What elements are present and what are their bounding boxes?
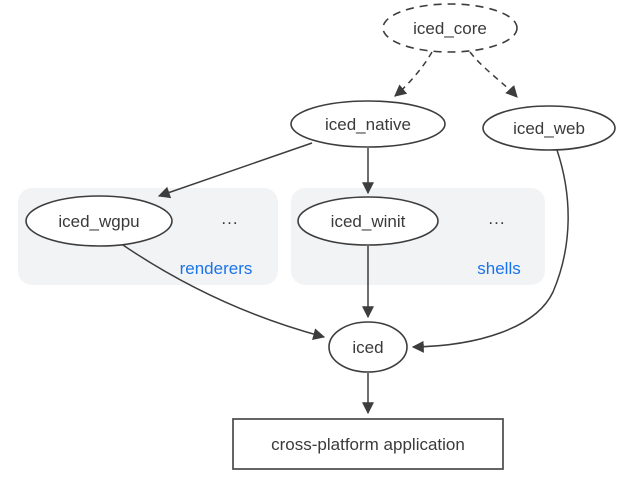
- node-cross-platform-application-label: cross-platform application: [271, 435, 465, 454]
- node-iced-native-label: iced_native: [325, 115, 411, 134]
- node-iced-web-label: iced_web: [513, 119, 585, 138]
- node-iced-native: [290, 100, 446, 148]
- node-iced: [328, 321, 408, 373]
- shells-ellipsis: ...: [488, 209, 505, 228]
- node-iced-core: [382, 3, 518, 53]
- node-iced-web: [482, 105, 616, 151]
- edge-iced-native-to-iced-wgpu: [157, 142, 313, 199]
- node-iced-winit-label: iced_winit: [331, 212, 406, 231]
- group-renderers-label: renderers: [180, 259, 253, 278]
- node-iced-label: iced: [352, 338, 383, 357]
- edge-iced-core-to-iced-web: [469, 51, 518, 98]
- renderers-ellipsis: ...: [221, 209, 238, 228]
- node-iced-core-label: iced_core: [413, 19, 487, 38]
- group-shells-label: shells: [477, 259, 520, 278]
- edge-iced-core-to-iced-native: [394, 51, 433, 97]
- node-iced-wgpu: [25, 195, 173, 247]
- node-cross-platform-application: [232, 418, 504, 470]
- edge-iced-wgpu-to-iced: [119, 242, 326, 341]
- edge-iced-web-to-iced: [411, 149, 569, 353]
- node-iced-wgpu-label: iced_wgpu: [58, 212, 139, 231]
- node-iced-winit: [297, 196, 439, 246]
